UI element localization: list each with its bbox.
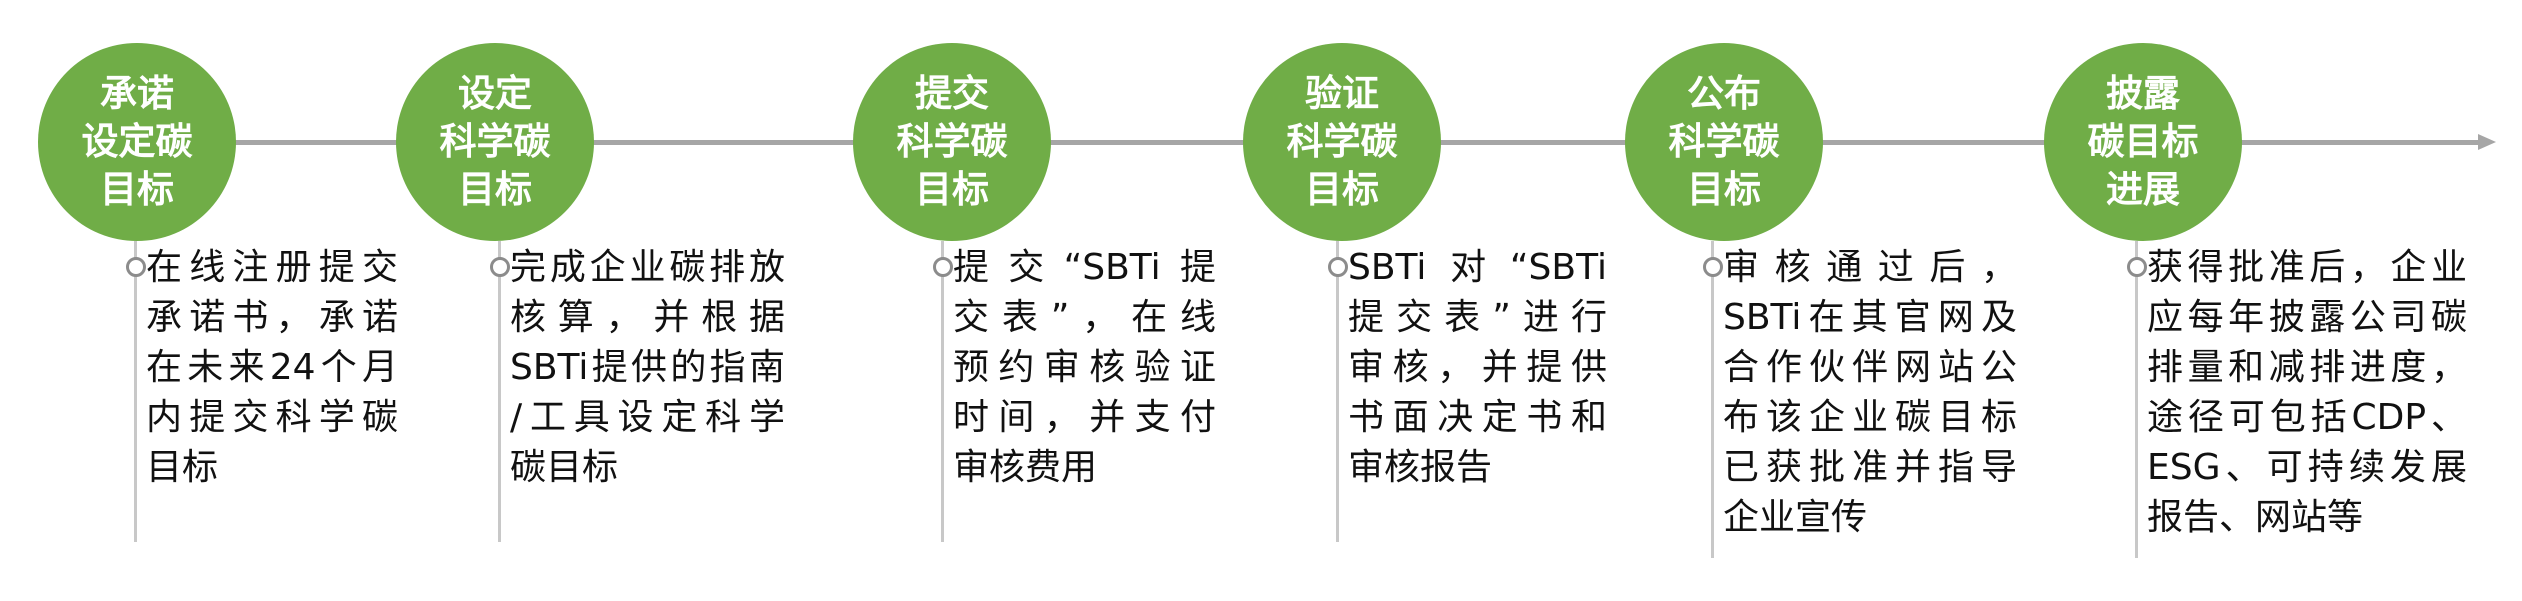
- step-description-line: 提交表”进行: [1348, 297, 1607, 338]
- step-description-line: 获得批准后，企业: [2147, 247, 2467, 288]
- step-title-line: 验证: [1305, 72, 1379, 115]
- step-description-line: 提交“SBTi提: [953, 247, 1216, 288]
- step-description-line: 碳目标: [510, 447, 619, 488]
- step-title-line: 目标: [1305, 168, 1379, 211]
- step-description-line: SBTi对“SBTi: [1348, 247, 1607, 288]
- step-description-line: 审核，并提供: [1348, 347, 1607, 388]
- step-description-line: 完成企业碳排放: [510, 247, 785, 288]
- step-connector-line: [1336, 241, 1339, 542]
- step-description-line: 审核通过后，: [1723, 247, 2017, 288]
- step-title-line: 设定: [458, 72, 532, 115]
- step-title-line: 设定碳: [81, 120, 193, 163]
- step-description-line: ESG、可持续发展: [2147, 447, 2467, 488]
- step-description-line: 内提交科学碳: [146, 397, 398, 438]
- step-title-line: 披露: [2106, 72, 2180, 115]
- step-description-line: 合作伙伴网站公: [1723, 347, 2017, 388]
- bullet-circle-icon: [933, 257, 953, 277]
- step-description: SBTi对“SBTi 提交表”进行审核，并提供书面决定书和审核报告: [1348, 243, 1607, 493]
- step-description-line: 核算，并根据: [510, 297, 785, 338]
- step-description-line: 已获批准并指导: [1723, 447, 2017, 488]
- step-description-line: 途径可包括CDP、: [2147, 397, 2467, 438]
- step-description-line: 企业宣传: [1723, 497, 1868, 538]
- step-description-line: 审核报告: [1348, 447, 1493, 488]
- step-title-line: 科学碳: [1286, 120, 1398, 163]
- timeline-arrowhead-icon: [2478, 134, 2496, 150]
- step-description-line: 审核费用: [953, 447, 1098, 488]
- bullet-circle-icon: [1703, 257, 1723, 277]
- step-circle: 验证科学碳目标: [1243, 43, 1441, 241]
- step-description-line: 交表”，在线: [953, 297, 1216, 338]
- step-circle: 披露碳目标进展: [2044, 43, 2242, 241]
- step-circle: 承诺设定碳目标: [38, 43, 236, 241]
- bullet-circle-icon: [126, 257, 146, 277]
- step-circle: 设定科学碳目标: [396, 43, 594, 241]
- step-description-line: 报告、网站等: [2147, 497, 2364, 538]
- step-description-line: 承诺书，承诺: [146, 297, 398, 338]
- step-description: 在线注册提交承诺书，承诺在未来24个月内提交科学碳目标: [146, 243, 398, 493]
- bullet-circle-icon: [2127, 257, 2147, 277]
- step-title-line: 科学碳: [1668, 120, 1780, 163]
- step-title-line: 提交: [915, 72, 989, 115]
- step-description-line: SBTi在其官网及: [1723, 297, 2017, 338]
- step-description-line: 预约审核验证: [953, 347, 1216, 388]
- step-description-line: 应每年披露公司碳: [2147, 297, 2467, 338]
- step-circle: 公布科学碳目标: [1625, 43, 1823, 241]
- step-description: 获得批准后，企业应每年披露公司碳排量和减排进度， 途径可包括CDP、 ESG、可持续…: [2147, 243, 2467, 543]
- step-circle: 提交科学碳目标: [853, 43, 1051, 241]
- step-description-line: 布该企业碳目标: [1723, 397, 2017, 438]
- step-connector-line: [1711, 241, 1714, 558]
- step-description-line: 排量和减排进度，: [2147, 347, 2467, 388]
- step-description-line: 时间，并支付: [953, 397, 1216, 438]
- step-description: 完成企业碳排放核算，并根据 SBTi提供的指南/工具设定科学碳目标: [510, 243, 785, 493]
- step-connector-line: [498, 241, 501, 542]
- step-description-line: 书面决定书和: [1348, 397, 1607, 438]
- bullet-circle-icon: [490, 257, 510, 277]
- step-title-line: 公布: [1687, 72, 1761, 115]
- step-title-line: 目标: [1687, 168, 1761, 211]
- step-description-line: /工具设定科学: [510, 397, 785, 438]
- step-title-line: 科学碳: [439, 120, 551, 163]
- step-connector-line: [941, 241, 944, 542]
- step-description-line: 在未来24个月: [146, 347, 398, 388]
- step-description-line: 在线注册提交: [146, 247, 398, 288]
- step-description: 提交“SBTi提交表”，在线预约审核验证时间，并支付审核费用: [953, 243, 1216, 493]
- step-title-line: 目标: [100, 168, 174, 211]
- step-title-line: 科学碳: [896, 120, 1008, 163]
- step-description: 审核通过后， SBTi在其官网及合作伙伴网站公布该企业碳目标已获批准并指导企业宣传: [1723, 243, 2017, 543]
- step-title-line: 碳目标: [2087, 120, 2199, 163]
- step-description-line: SBTi提供的指南: [510, 347, 785, 388]
- step-description-line: 目标: [146, 447, 219, 488]
- bullet-circle-icon: [1328, 257, 1348, 277]
- step-title-line: 目标: [458, 168, 532, 211]
- step-title-line: 承诺: [100, 72, 174, 115]
- step-title-line: 进展: [2106, 168, 2180, 211]
- step-connector-line: [134, 241, 137, 542]
- step-connector-line: [2135, 241, 2138, 558]
- step-title-line: 目标: [915, 168, 989, 211]
